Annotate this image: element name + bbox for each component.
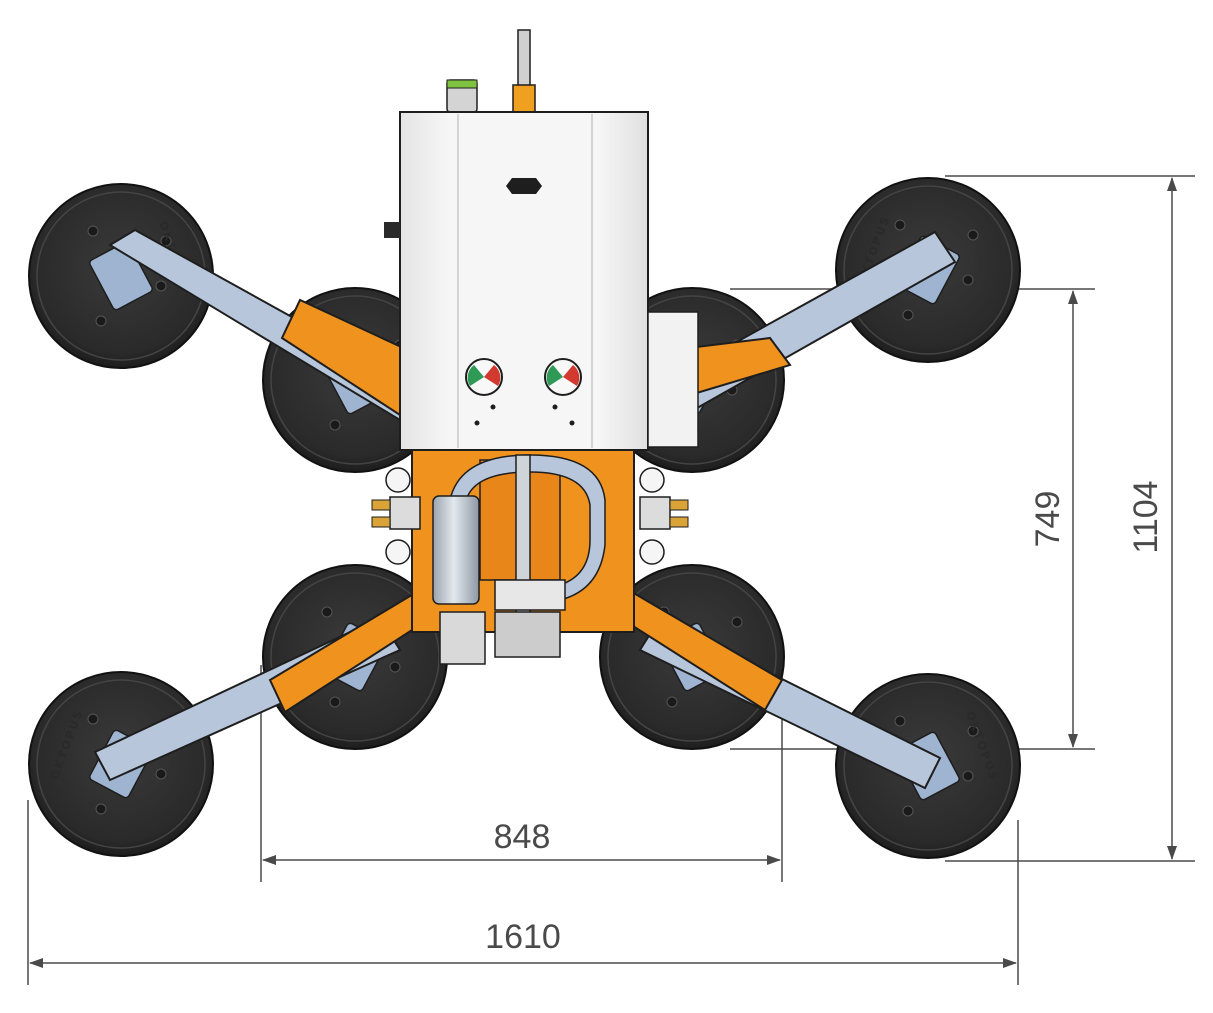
valve-block <box>439 611 486 665</box>
suction-pad-outer-top-left: OKTOPUS <box>28 183 214 369</box>
gauge-icon <box>639 467 665 493</box>
pressure-gauge-right <box>544 358 582 396</box>
side-fittings <box>371 467 689 565</box>
right-valve <box>639 496 671 530</box>
hook-bracket <box>512 84 536 114</box>
left-valve <box>389 496 421 530</box>
inner-height-label: 749 <box>1029 491 1067 548</box>
gauge-icon <box>639 539 665 565</box>
gauge-icon <box>385 539 411 565</box>
gauge-icon <box>385 467 411 493</box>
handle-icon <box>506 178 542 194</box>
overall-height-label: 1104 <box>1127 480 1165 553</box>
vacuum-cylinder <box>432 495 480 605</box>
dimension-lines <box>27 175 1195 985</box>
pressure-gauge-left <box>465 358 503 396</box>
inner-width-label: 848 <box>494 818 551 856</box>
overall-width-label: 1610 <box>485 918 561 956</box>
bottom-gear-housing <box>494 611 561 658</box>
fitting <box>669 516 689 528</box>
side-switch <box>384 222 400 238</box>
control-housing <box>384 29 699 451</box>
lifting-eye <box>517 29 531 91</box>
warning-light-lens <box>446 79 478 89</box>
rotation-gear <box>494 579 566 611</box>
fitting <box>669 499 689 511</box>
side-panel <box>647 311 699 448</box>
fitting <box>371 516 391 528</box>
housing-box <box>399 111 649 451</box>
central-frame <box>411 449 635 665</box>
fitting <box>371 499 391 511</box>
